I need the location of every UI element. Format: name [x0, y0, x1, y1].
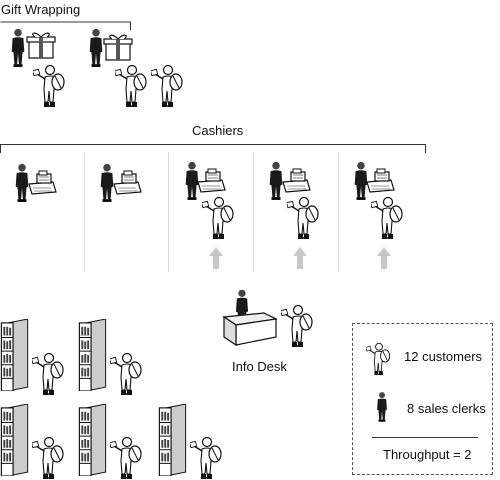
- bookshelf-icon: [78, 404, 108, 476]
- gift-wrapping-bracket: [0, 21, 131, 30]
- legend-throughput-label: Throughput = 2: [383, 447, 472, 462]
- cash-register-icon: [112, 170, 142, 196]
- legend-customers-label: 12 customers: [404, 349, 483, 364]
- customer-icon: [110, 352, 144, 396]
- customer-icon: [190, 436, 224, 480]
- customer-icon: [371, 196, 405, 240]
- cash-register-icon: [196, 168, 226, 194]
- legend-sales-clerks-label: 8 sales clerks: [407, 401, 486, 416]
- gift-box-icon: [26, 30, 56, 60]
- cashiers-bracket: [0, 144, 426, 153]
- cash-register-icon: [281, 168, 311, 194]
- cash-register-icon: [365, 168, 395, 194]
- customer-icon: [115, 64, 149, 108]
- bookshelf-icon: [158, 404, 188, 476]
- cashiers-label: Cashiers: [192, 123, 244, 138]
- customer-icon: [281, 304, 315, 348]
- bookshelf-icon: [0, 319, 30, 391]
- info-desk-label: Info Desk: [232, 359, 287, 374]
- bookshelf-icon: [0, 404, 30, 476]
- info-desk-icon: [220, 307, 280, 347]
- customer-icon: [287, 196, 321, 240]
- up-arrow-icon: [377, 247, 391, 269]
- customer-icon: [110, 436, 144, 480]
- customer-icon: [366, 342, 392, 376]
- gift-box-icon: [103, 32, 133, 62]
- customer-icon: [202, 196, 236, 240]
- clerk-icon: [9, 27, 27, 69]
- up-arrow-icon: [293, 247, 307, 269]
- up-arrow-icon: [209, 247, 223, 269]
- legend-divider: [372, 437, 478, 438]
- clerk-icon: [375, 391, 389, 423]
- customer-icon: [32, 352, 66, 396]
- legend-box: [352, 323, 493, 475]
- cash-register-icon: [27, 170, 57, 196]
- customer-icon: [151, 64, 185, 108]
- customer-icon: [32, 436, 66, 480]
- gift-wrapping-label: Gift Wrapping: [1, 2, 81, 17]
- bookshelf-icon: [78, 319, 108, 391]
- customer-icon: [33, 64, 67, 108]
